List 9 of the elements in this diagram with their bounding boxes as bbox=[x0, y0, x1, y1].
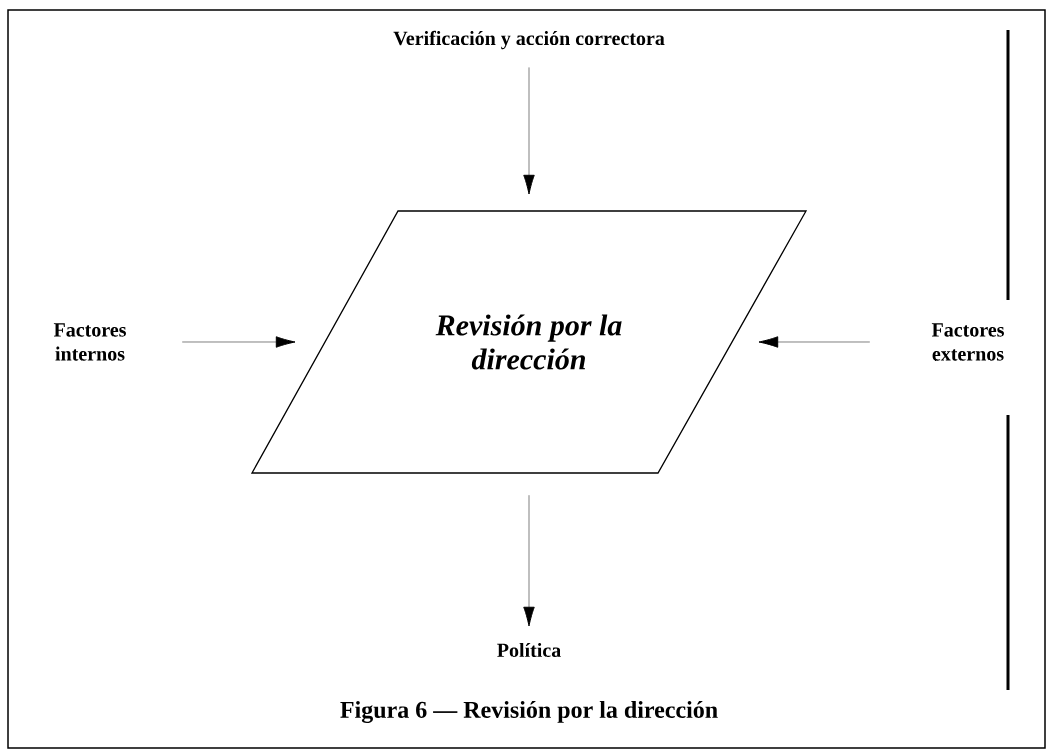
input-label: Verificación y acción correctora bbox=[393, 30, 665, 50]
arrow bbox=[523, 66, 535, 195]
arrow bbox=[523, 494, 535, 627]
caption: Figura 6 — Revisión por la dirección bbox=[340, 701, 718, 723]
arrow bbox=[758, 336, 871, 348]
arrow bbox=[181, 336, 296, 348]
output-label: Política bbox=[497, 642, 561, 658]
input-label: Factores externos bbox=[931, 323, 1004, 361]
input-label: Factores internos bbox=[53, 323, 126, 361]
